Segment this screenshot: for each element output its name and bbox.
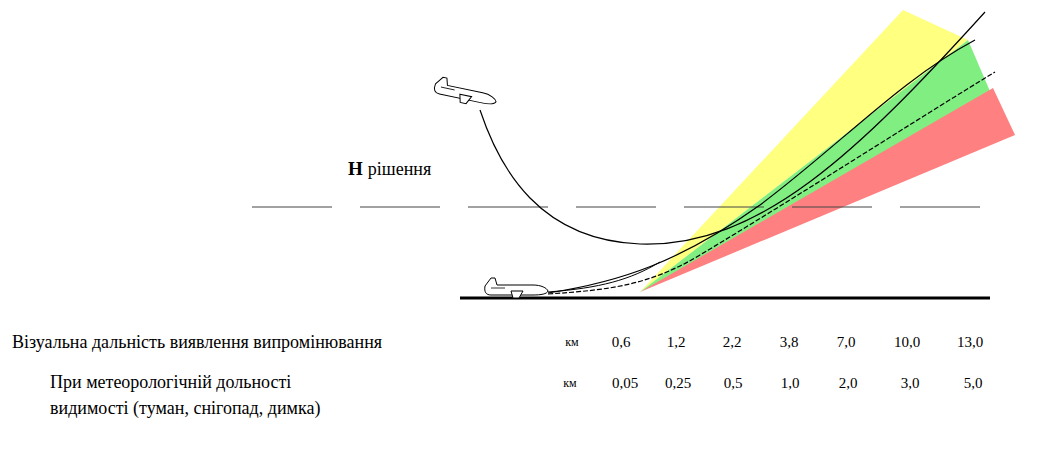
sight-line xyxy=(548,262,660,292)
height-word: рішення xyxy=(368,159,431,181)
row-title: При метеорологічній дольності видимості … xyxy=(50,369,372,421)
unit: км xyxy=(563,376,576,390)
range-value: 3,8 xyxy=(780,333,799,351)
runway-ground xyxy=(460,297,990,300)
range-value: 13,0 xyxy=(957,333,983,351)
range-value: 7,0 xyxy=(837,333,856,351)
range-value: 1,2 xyxy=(667,333,686,351)
go-around-aircraft xyxy=(433,76,499,110)
sight-line-dashed xyxy=(548,72,995,294)
visibility-value: 5,0 xyxy=(964,374,983,392)
sight-line xyxy=(548,40,975,293)
decision-height-line xyxy=(252,207,982,208)
range-value: 10,0 xyxy=(894,333,920,351)
visibility-value: 0,5 xyxy=(724,374,743,392)
row-title: Візуальна дальність виявлення випромінюв… xyxy=(12,332,382,354)
red-beam xyxy=(640,88,1015,292)
visibility-value: 2,0 xyxy=(839,374,858,392)
visibility-value: 1,0 xyxy=(781,374,800,392)
landing-aircraft xyxy=(485,278,548,298)
range-value: 2,2 xyxy=(723,333,742,351)
green-beam xyxy=(640,40,998,292)
height-symbol: Н xyxy=(348,158,363,181)
unit: км xyxy=(565,335,578,349)
missed-approach-path xyxy=(480,12,985,244)
visibility-value: 3,0 xyxy=(901,374,920,392)
range-value: 0,6 xyxy=(612,333,631,351)
visibility-value: 0,05 xyxy=(612,374,638,392)
visibility-value: 0,25 xyxy=(665,374,691,392)
